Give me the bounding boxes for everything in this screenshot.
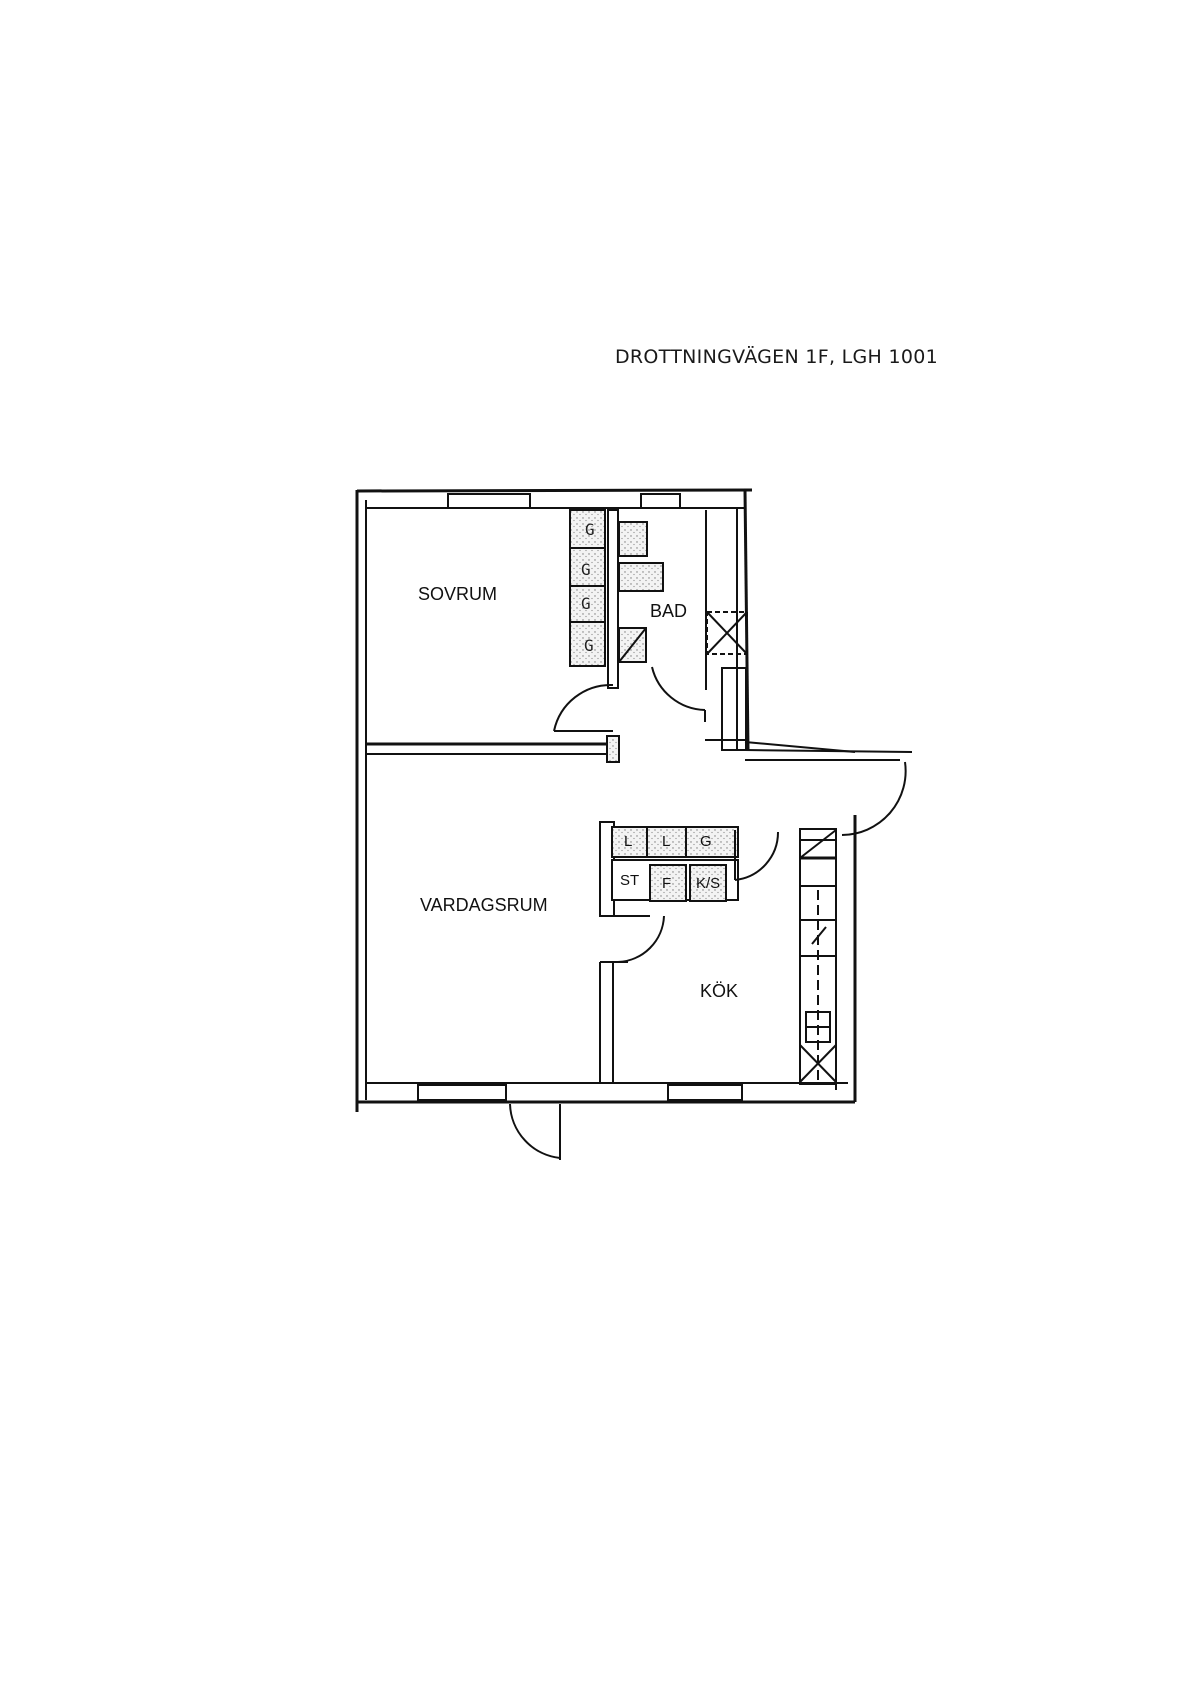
- kitchen-upper-cabinet: L: [662, 833, 671, 850]
- entry-door-swing: [841, 761, 907, 836]
- door-swing: [553, 683, 614, 732]
- fridge-label: F: [662, 875, 672, 892]
- kitchen-upper-cabinet: G: [700, 833, 712, 850]
- wardrobe-label: G: [584, 636, 594, 655]
- room-label-bad: BAD: [650, 601, 688, 621]
- wardrobe-label: G: [585, 520, 595, 539]
- wardrobe-label: G: [581, 594, 591, 613]
- wardrobe-label: G: [581, 560, 591, 579]
- window: [667, 1084, 743, 1101]
- fridge-freezer-label: K/S: [696, 875, 721, 892]
- room-label-vardagsrum: VARDAGSRUM: [420, 895, 548, 915]
- window: [417, 1084, 507, 1101]
- room-label-kok: KÖK: [700, 981, 739, 1001]
- room-label-sovrum: SOVRUM: [418, 584, 498, 604]
- door-swing: [651, 666, 706, 711]
- stove-label: ST: [620, 872, 640, 889]
- window: [640, 493, 681, 509]
- apartment-title: DROTTNINGVÄGEN 1F, LGH 1001: [615, 346, 939, 368]
- window: [447, 493, 531, 509]
- kitchen-upper-cabinet: L: [624, 833, 633, 850]
